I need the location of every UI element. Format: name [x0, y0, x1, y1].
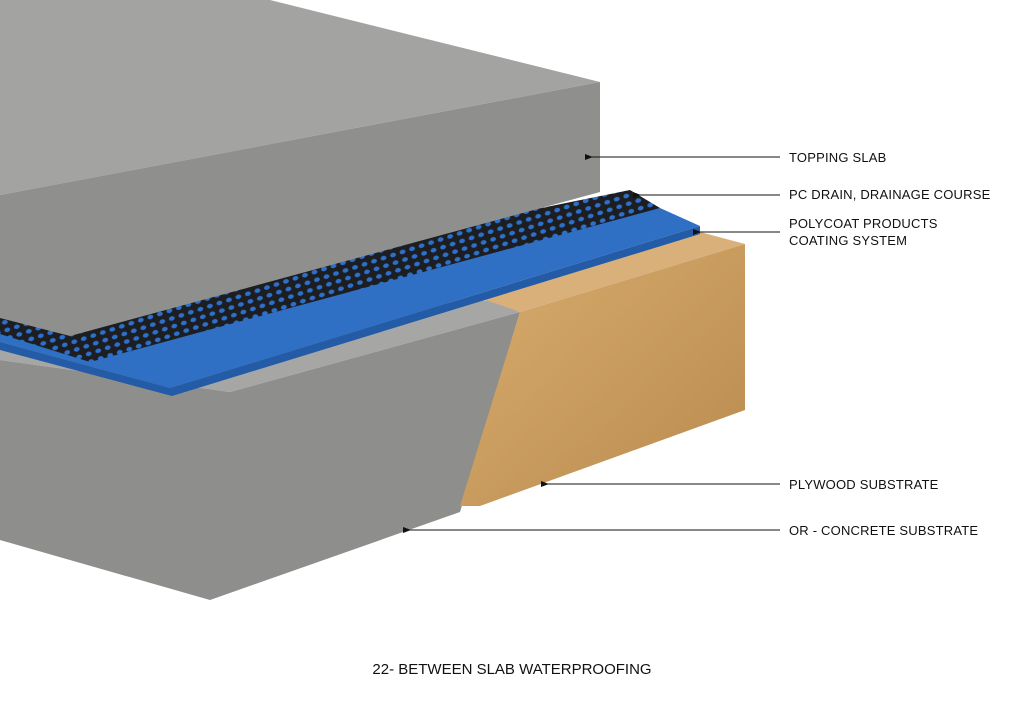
label-concrete: OR - CONCRETE SUBSTRATE: [789, 523, 979, 538]
leader-lines: [403, 154, 780, 533]
label-pc-drain: PC DRAIN, DRAINAGE COURSE: [789, 187, 991, 202]
drainage-course: [0, 190, 660, 362]
label-topping-slab: TOPPING SLAB: [789, 150, 887, 165]
label-plywood: PLYWOOD SUBSTRATE: [789, 477, 939, 492]
topping-slab: [0, 0, 600, 336]
label-polycoat-line2: COATING SYSTEM: [789, 233, 908, 248]
label-polycoat-line1: POLYCOAT PRODUCTS: [789, 216, 938, 231]
diagram-title: 22- BETWEEN SLAB WATERPROOFING: [372, 661, 652, 678]
plywood-substrate: [460, 232, 745, 506]
label-polycoat: POLYCOAT PRODUCTS COATING SYSTEM: [789, 215, 938, 249]
polycoat-membrane: [0, 208, 700, 388]
